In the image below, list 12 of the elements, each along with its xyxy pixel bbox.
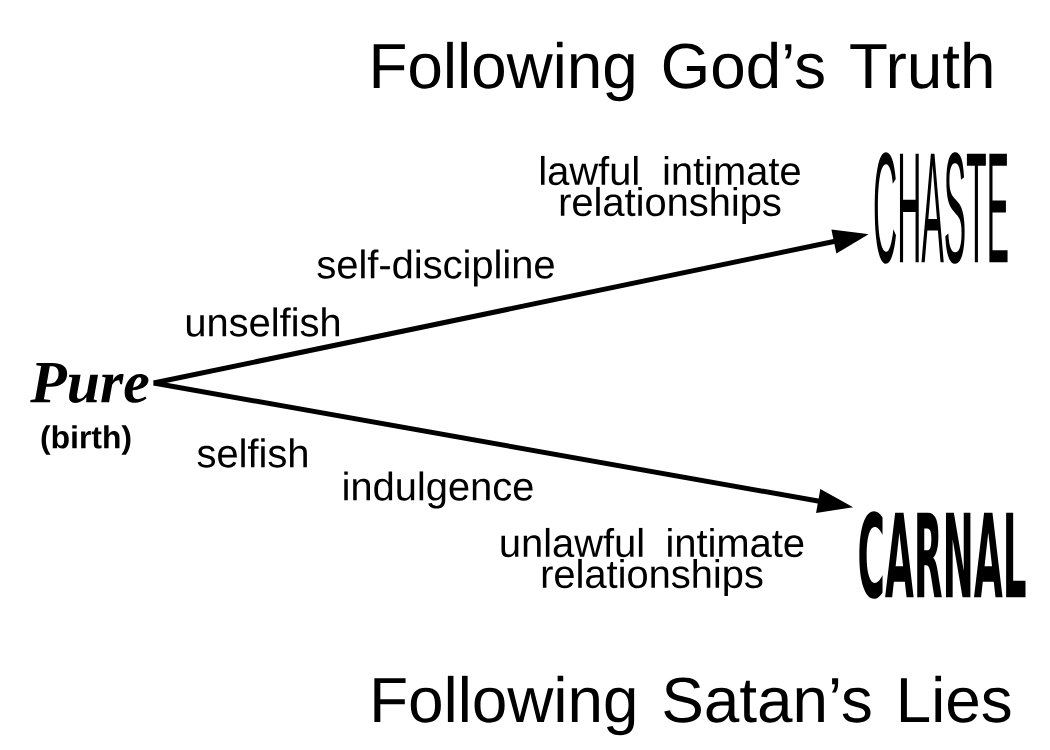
heading: Following Satan’s Lies <box>374 675 1011 736</box>
arrow-label: lawful intimate relationships <box>541 155 800 225</box>
outcome-word: CHASTE <box>874 152 1008 264</box>
node-caption: (birth) <box>41 425 131 455</box>
start-word: Pure <box>30 363 149 403</box>
outcome-word: CARNAL <box>859 511 1026 599</box>
heading: Following God’s Truth <box>373 41 992 102</box>
arrow-label: unlawful intimate relationships <box>501 527 804 597</box>
arrow-label: selfish <box>197 438 307 468</box>
arrow-label: unselfish <box>186 307 340 337</box>
arrow-label: self-discipline <box>317 249 554 287</box>
arrow-label: indulgence <box>344 471 533 509</box>
